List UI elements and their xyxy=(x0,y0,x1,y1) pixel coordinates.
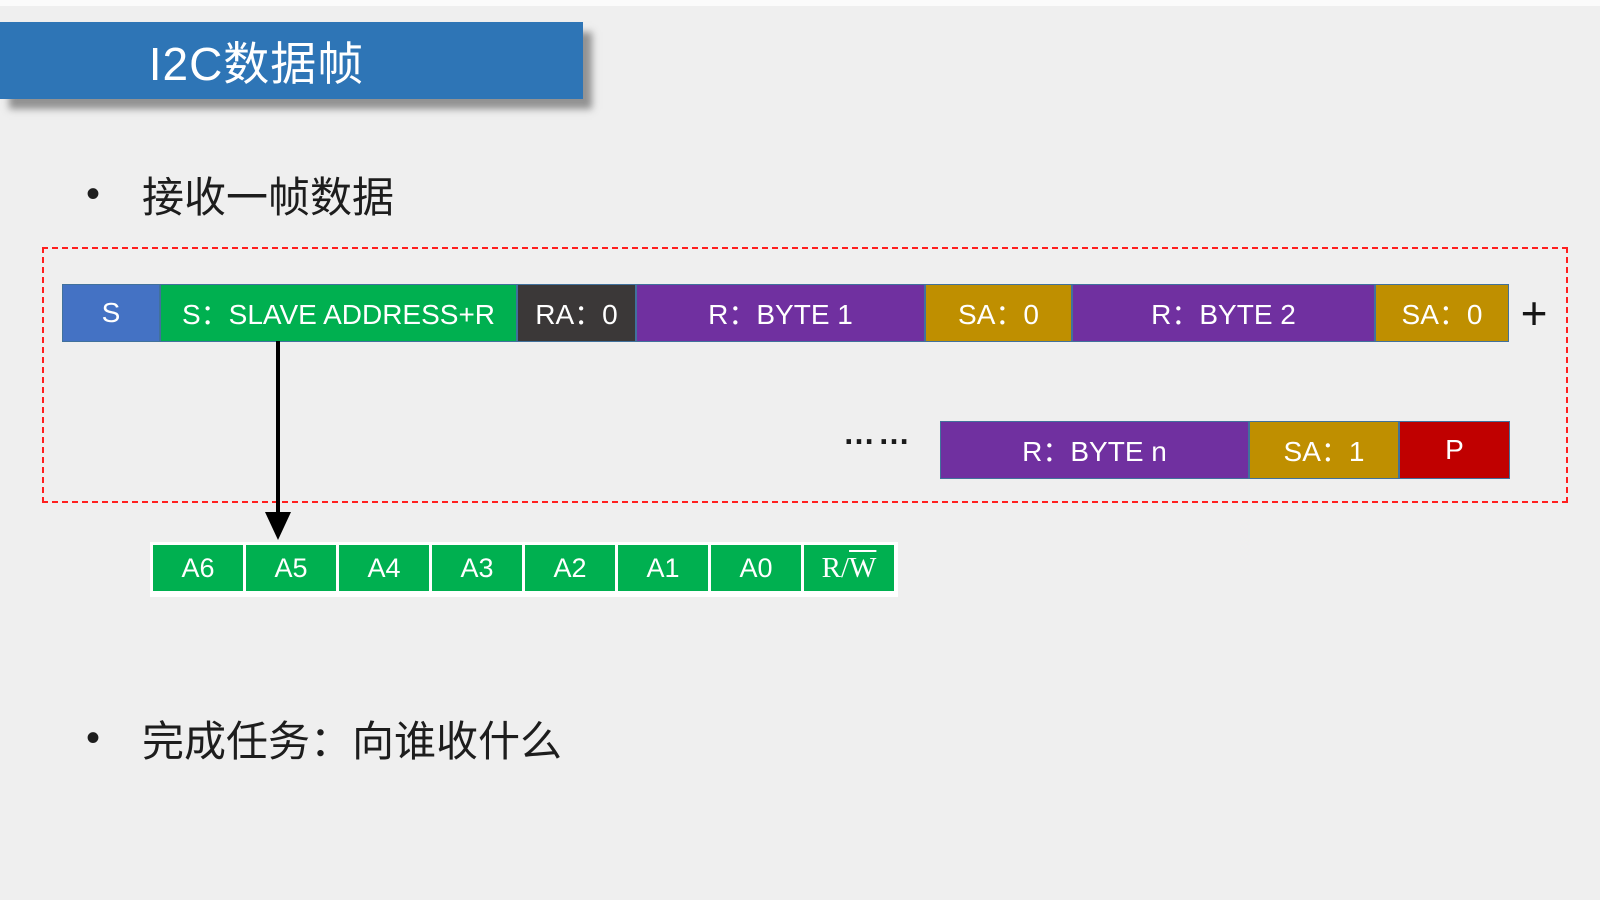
rw-prefix: R/ xyxy=(821,551,850,584)
cell-read-byte-1: R：BYTE 1 xyxy=(636,284,925,342)
cell-receive-ack: RA：0 xyxy=(517,284,636,342)
address-bits-table: A6 A5 A4 A3 A2 A1 A0 R/W xyxy=(150,542,898,597)
bullet-marker: • xyxy=(86,172,101,216)
cell-send-ack-2: SA：0 xyxy=(1375,284,1509,342)
bullet-marker: • xyxy=(86,716,101,760)
frame-highlight-box xyxy=(42,247,1568,503)
cell-send-nack-n: SA：1 xyxy=(1249,421,1399,479)
frame-row-1: S S：SLAVE ADDRESS+R RA：0 R：BYTE 1 SA：0 R… xyxy=(62,284,1509,342)
cell-start-condition: S xyxy=(62,284,160,342)
bullet-receive-frame: • 接收一帧数据 xyxy=(86,164,394,225)
bit-a4: A4 xyxy=(339,545,429,591)
cell-send-ack-1: SA：0 xyxy=(925,284,1072,342)
frame-row-2: R：BYTE n SA：1 P xyxy=(940,421,1510,479)
plus-continuation: + xyxy=(1520,287,1548,339)
bit-a2: A2 xyxy=(525,545,615,591)
address-expansion-arrow-head xyxy=(265,512,291,540)
bullet-text: 接收一帧数据 xyxy=(142,174,395,221)
rw-write-overline: W xyxy=(849,551,877,584)
bullet-task-summary: • 完成任务：向谁收什么 xyxy=(86,708,562,769)
bit-a0: A0 xyxy=(711,545,801,591)
bit-a6: A6 xyxy=(153,545,243,591)
page-title: I2C数据帧 xyxy=(148,37,365,90)
bit-a1: A1 xyxy=(618,545,708,591)
cell-read-byte-2: R：BYTE 2 xyxy=(1072,284,1375,342)
cell-slave-address: S：SLAVE ADDRESS+R xyxy=(160,284,517,342)
bullet-text: 完成任务：向谁收什么 xyxy=(142,718,563,765)
title-banner: I2C数据帧 xyxy=(0,22,583,99)
slide-top-edge xyxy=(0,0,1600,6)
bit-rw: R/W xyxy=(804,545,894,591)
cell-stop-condition: P xyxy=(1399,421,1510,479)
cell-read-byte-n: R：BYTE n xyxy=(940,421,1249,479)
bit-a5: A5 xyxy=(246,545,336,591)
bit-a3: A3 xyxy=(432,545,522,591)
address-expansion-arrow-line xyxy=(276,341,280,514)
ellipsis-continuation: …… xyxy=(843,414,913,451)
